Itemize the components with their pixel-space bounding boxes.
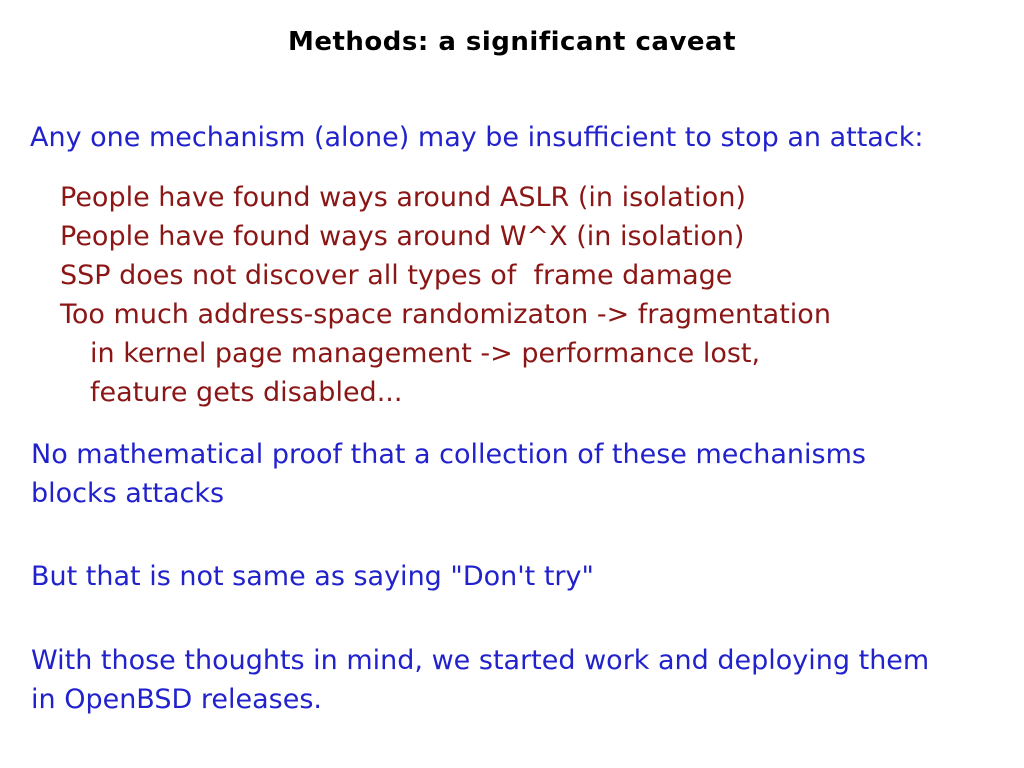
- caveat-item-kernel-page: in kernel page management -> performance…: [90, 338, 761, 369]
- paragraph-line: With those thoughts in mind, we started …: [31, 645, 930, 676]
- paragraph-no-proof: No mathematical proof that a collection …: [31, 435, 866, 513]
- paragraph-line: No mathematical proof that a collection …: [31, 439, 866, 470]
- paragraph-line: But that is not same as saying "Don't tr…: [31, 561, 594, 592]
- caveat-item-feature-disabled: feature gets disabled...: [90, 377, 403, 408]
- caveat-item-aslr: People have found ways around ASLR (in i…: [60, 182, 746, 213]
- paragraph-line: blocks attacks: [31, 478, 225, 509]
- paragraph-openbsd-deploy: With those thoughts in mind, we started …: [31, 641, 929, 719]
- intro-statement: Any one mechanism (alone) may be insuffi…: [30, 122, 924, 153]
- caveat-item-ssp: SSP does not discover all types of frame…: [60, 260, 733, 291]
- paragraph-line: in OpenBSD releases.: [31, 684, 322, 715]
- paragraph-dont-try: But that is not same as saying "Don't tr…: [31, 557, 594, 596]
- caveat-list: People have found ways around ASLR (in i…: [60, 178, 831, 412]
- caveat-item-randomization: Too much address-space randomizaton -> f…: [60, 299, 831, 330]
- slide-title: Methods: a significant caveat: [287, 27, 737, 57]
- caveat-item-wxorx: People have found ways around W^X (in is…: [60, 221, 745, 252]
